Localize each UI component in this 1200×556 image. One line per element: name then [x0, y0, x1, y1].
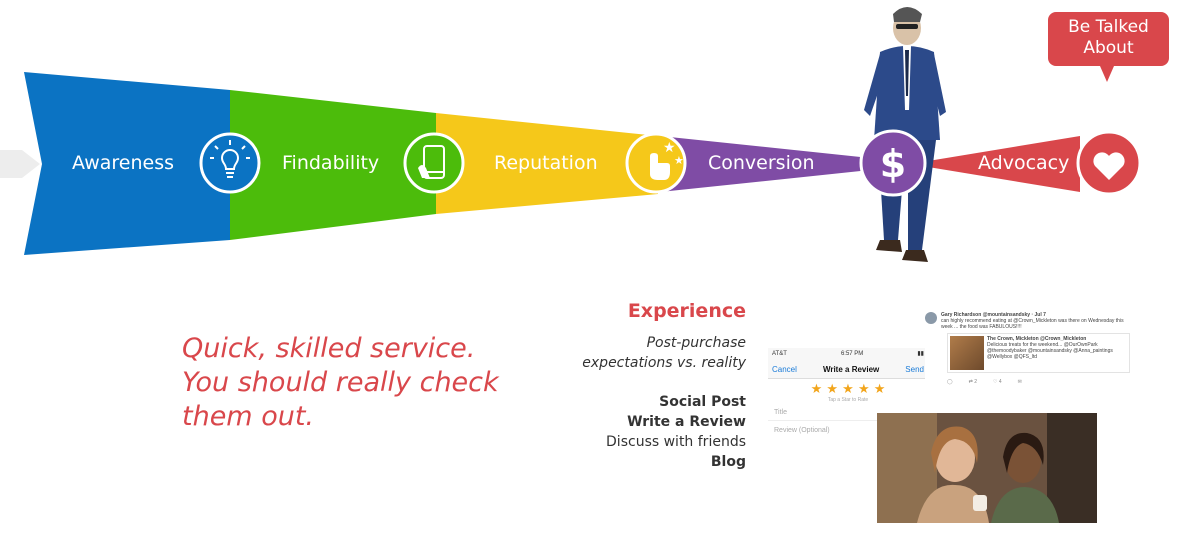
stage-conversion-band: [660, 136, 870, 192]
title-field[interactable]: Title: [768, 403, 928, 421]
reply-icon[interactable]: ◯: [947, 379, 953, 385]
experience-title: Experience: [627, 300, 746, 322]
stage-label-conversion: Conversion: [708, 152, 815, 174]
stage-findability-band: [230, 90, 436, 240]
friends-talking-photo: [877, 413, 1097, 523]
tweet-text: can highly recommend eating at @Crown_Mi…: [941, 318, 1124, 330]
time-text: 6:57 PM: [840, 351, 864, 357]
tap-star-hint: Tap a Star to Rate: [827, 397, 869, 403]
cancel-button[interactable]: Cancel: [772, 364, 797, 374]
testimonial-quote: Quick, skilled service. You should reall…: [182, 333, 499, 432]
phone-status-bar: AT&T 6:57 PM ▮▮: [768, 348, 928, 360]
food-thumbnail: [950, 336, 984, 370]
svg-text:★: ★: [674, 154, 684, 167]
smartphone-icon: [403, 132, 465, 194]
action-discuss-friends: Discuss with friends: [606, 434, 746, 450]
svg-text:★: ★: [663, 140, 676, 156]
funnel-diagram: ★ ★ $: [0, 7, 1142, 262]
like-icon[interactable]: ♡ 4: [992, 379, 1002, 385]
stage-label-reputation: Reputation: [494, 152, 598, 174]
experience-subtitle-line-1: Post-purchase: [646, 335, 746, 351]
share-icon[interactable]: ✉: [1017, 379, 1022, 385]
heart-icon: [1076, 130, 1142, 196]
tweet-card-title: The Crown, Mickleton @Crown_Mickleton: [987, 336, 1087, 342]
tweet-author: Gary Richardson @mountainsandsky · Jul 7: [941, 312, 1046, 318]
svg-text:$: $: [880, 142, 906, 186]
tweet-card: The Crown, Mickleton @Crown_Mickleton De…: [947, 333, 1130, 373]
stage-reputation-band: [436, 113, 658, 214]
review-field[interactable]: Review (Optional): [774, 427, 830, 434]
carrier-text: AT&T: [772, 351, 787, 357]
write-review-title: Write a Review: [822, 364, 880, 374]
tweet-screenshot: Gary Richardson @mountainsandsky · Jul 7…: [925, 312, 1130, 404]
retweet-icon[interactable]: ⇄ 2: [968, 379, 977, 385]
dollar-icon: $: [859, 129, 927, 197]
friends-talking-illustration: [877, 413, 1097, 523]
lightbulb-icon: [199, 132, 261, 194]
action-social-post: Social Post: [659, 394, 746, 410]
experience-subtitle-line-2: expectations vs. reality: [582, 355, 746, 371]
battery-icon: ▮▮: [917, 351, 924, 357]
tweet-card-text: Delicious treats for the weekend... @Our…: [987, 342, 1113, 360]
stage-awareness-band: [24, 72, 230, 255]
action-write-review: Write a Review: [627, 414, 746, 430]
action-blog: Blog: [710, 454, 746, 470]
retweet-count: 2: [974, 379, 977, 385]
stage-label-advocacy: Advocacy: [978, 152, 1070, 174]
experience-subtitle: Post-purchase expectations vs. reality: [582, 333, 746, 373]
like-count: 4: [998, 379, 1002, 385]
send-button[interactable]: Send: [905, 364, 924, 374]
experience-actions: Social Post Write a Review Discuss with …: [606, 392, 746, 472]
stage-label-awareness: Awareness: [72, 152, 175, 174]
businessman-illustration: [864, 7, 946, 262]
phone-nav-bar: Cancel Write a Review Send: [768, 360, 928, 379]
entry-arrow: [0, 150, 40, 178]
be-talked-about-callout: Be Talked About: [1048, 12, 1169, 82]
avatar: [925, 312, 937, 324]
tweet-actions: ◯ ⇄ 2 ♡ 4 ✉: [947, 379, 1130, 385]
stage-label-findability: Findability: [282, 152, 380, 174]
rating-stars[interactable]: ★ ★ ★ ★ ★: [810, 382, 886, 397]
stage-advocacy-band: [910, 136, 1080, 192]
tap-stars-icon: ★ ★: [625, 132, 687, 194]
